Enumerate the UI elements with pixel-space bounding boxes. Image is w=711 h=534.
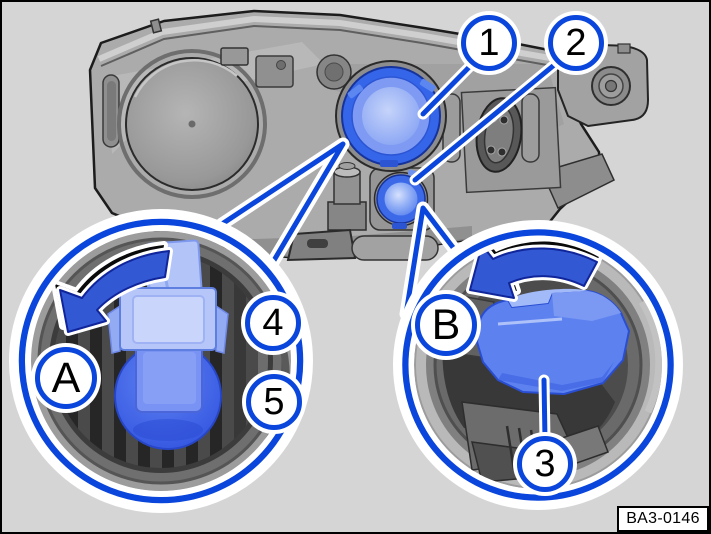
callout-3-label: 3 <box>534 443 556 485</box>
screw-block <box>255 55 294 88</box>
callout-2-label: 2 <box>565 22 587 64</box>
dust-cap <box>117 49 267 199</box>
callout-3: 3 <box>517 436 573 492</box>
housing-rim-highlight <box>97 15 551 62</box>
rotation-arrow-b <box>466 241 604 302</box>
callout-b: B <box>415 294 477 356</box>
callout-5-label: 5 <box>263 381 285 423</box>
housing-rim-line <box>100 24 548 67</box>
bottom-body <box>351 235 439 261</box>
rotation-arrow-a <box>51 241 173 336</box>
magnified-view-b <box>393 220 683 510</box>
rim-notch <box>149 18 163 34</box>
pointer-wedge-b <box>399 201 465 321</box>
clip-tab <box>220 47 249 66</box>
callout-a-label: A <box>51 353 81 402</box>
reference-code-text: BA3-0146 <box>626 510 700 527</box>
callout-5: 5 <box>246 374 302 430</box>
round-cover-cap-1 <box>335 60 447 172</box>
callout-a: A <box>35 347 97 409</box>
left-slot <box>102 74 120 148</box>
callout-2: 2 <box>548 15 604 71</box>
callout-1: 1 <box>461 15 517 71</box>
bulb-3 <box>476 288 630 395</box>
mount-foot <box>286 228 357 262</box>
round-cover-cap-2 <box>373 169 429 229</box>
callout-b-label: B <box>431 300 461 349</box>
figure-reference-code: BA3-0146 <box>617 506 709 532</box>
leveling-adjuster <box>327 162 367 231</box>
bulb-base-5 <box>114 342 222 450</box>
leader-line-3 <box>538 374 551 445</box>
callout-1-label: 1 <box>478 22 500 64</box>
callout-4-label: 4 <box>262 302 284 344</box>
round-boss <box>316 54 352 90</box>
callout-4: 4 <box>245 295 301 351</box>
housing-hole <box>276 60 286 70</box>
magnified-view-a <box>9 209 313 513</box>
leader-line-2 <box>409 41 582 186</box>
pointer-wedge-a <box>215 137 350 269</box>
